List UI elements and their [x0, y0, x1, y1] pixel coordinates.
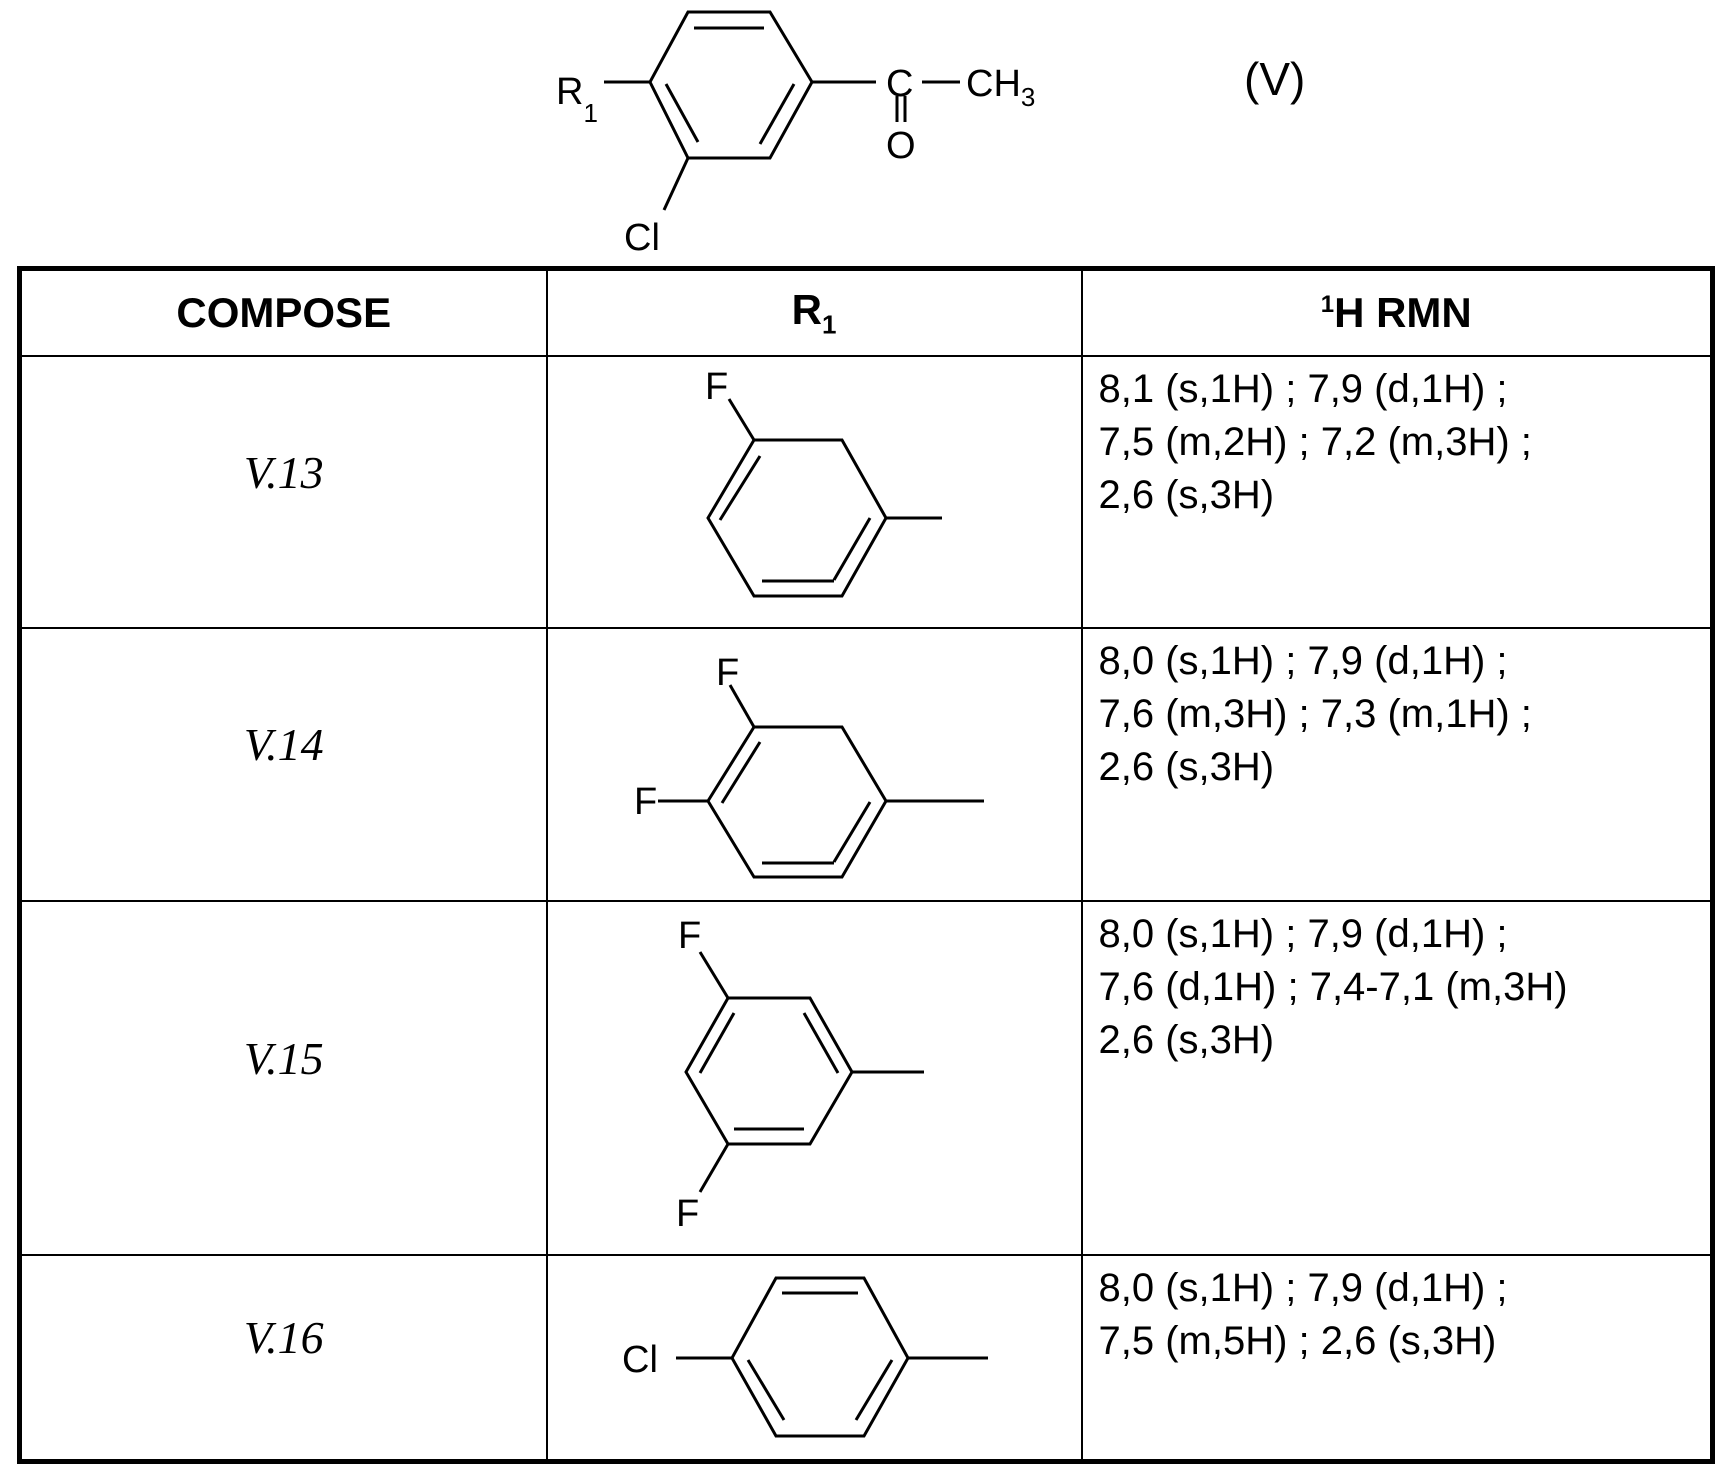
substituent-label: F: [716, 652, 739, 694]
table-row: V.13 F 8,1 (s,1H) ; 7,9 (d,1H) ; 7,5 (m,…: [20, 356, 1713, 628]
carbon-label: C: [886, 63, 913, 105]
fluorophenyl-structure: F: [548, 357, 1083, 629]
column-header-r1: R1: [547, 269, 1082, 357]
compound-id: V.16: [20, 1255, 547, 1461]
nmr-cell: 8,0 (s,1H) ; 7,9 (d,1H) ; 7,6 (d,1H) ; 7…: [1082, 901, 1713, 1255]
difluorophenyl-structure: F F: [548, 902, 1083, 1256]
r1-structure: F: [547, 356, 1082, 628]
table-row: V.14 F F 8,0 (s,1H) ; 7,9 (d,: [20, 628, 1713, 901]
substituent-label: Cl: [622, 1339, 658, 1381]
r1-structure: F F: [547, 628, 1082, 901]
nmr-cell: 8,0 (s,1H) ; 7,9 (d,1H) ; 7,6 (m,3H) ; 7…: [1082, 628, 1713, 901]
substituent-label: F: [678, 915, 701, 957]
compound-id: V.15: [20, 901, 547, 1255]
compound-id: V.14: [20, 628, 547, 901]
table-row: V.16 Cl 8,0 (s,1H) ; 7,9 (d,1H) ; 7,5 (m…: [20, 1255, 1713, 1461]
methyl-label: CH3: [966, 63, 1035, 112]
parent-structure-diagram: R1 C CH3 O Cl: [520, 0, 1080, 260]
substituent-label: F: [634, 781, 657, 823]
substituent-label: F: [676, 1193, 699, 1235]
r1-structure: F F: [547, 901, 1082, 1255]
table-row: V.15 F F 8,0 (s,1H) ; 7,9 (d,: [20, 901, 1713, 1255]
oxygen-label: O: [886, 125, 916, 167]
compound-table: COMPOSE R1 1H RMN V.13 F: [17, 266, 1715, 1464]
chlorine-label: Cl: [624, 217, 660, 259]
substituent-label: F: [705, 366, 728, 408]
nmr-cell: 8,1 (s,1H) ; 7,9 (d,1H) ; 7,5 (m,2H) ; 7…: [1082, 356, 1713, 628]
r-label: R1: [556, 71, 598, 128]
nmr-cell: 8,0 (s,1H) ; 7,9 (d,1H) ; 7,5 (m,5H) ; 2…: [1082, 1255, 1713, 1461]
table-header-row: COMPOSE R1 1H RMN: [20, 269, 1713, 357]
compound-id: V.13: [20, 356, 547, 628]
difluorophenyl-structure: F F: [548, 629, 1083, 902]
chlorophenyl-structure: Cl: [548, 1256, 1083, 1462]
formula-label: (V): [1244, 52, 1305, 106]
r1-structure: Cl: [547, 1255, 1082, 1461]
column-header-compound: COMPOSE: [20, 269, 547, 357]
column-header-nmr: 1H RMN: [1082, 269, 1713, 357]
